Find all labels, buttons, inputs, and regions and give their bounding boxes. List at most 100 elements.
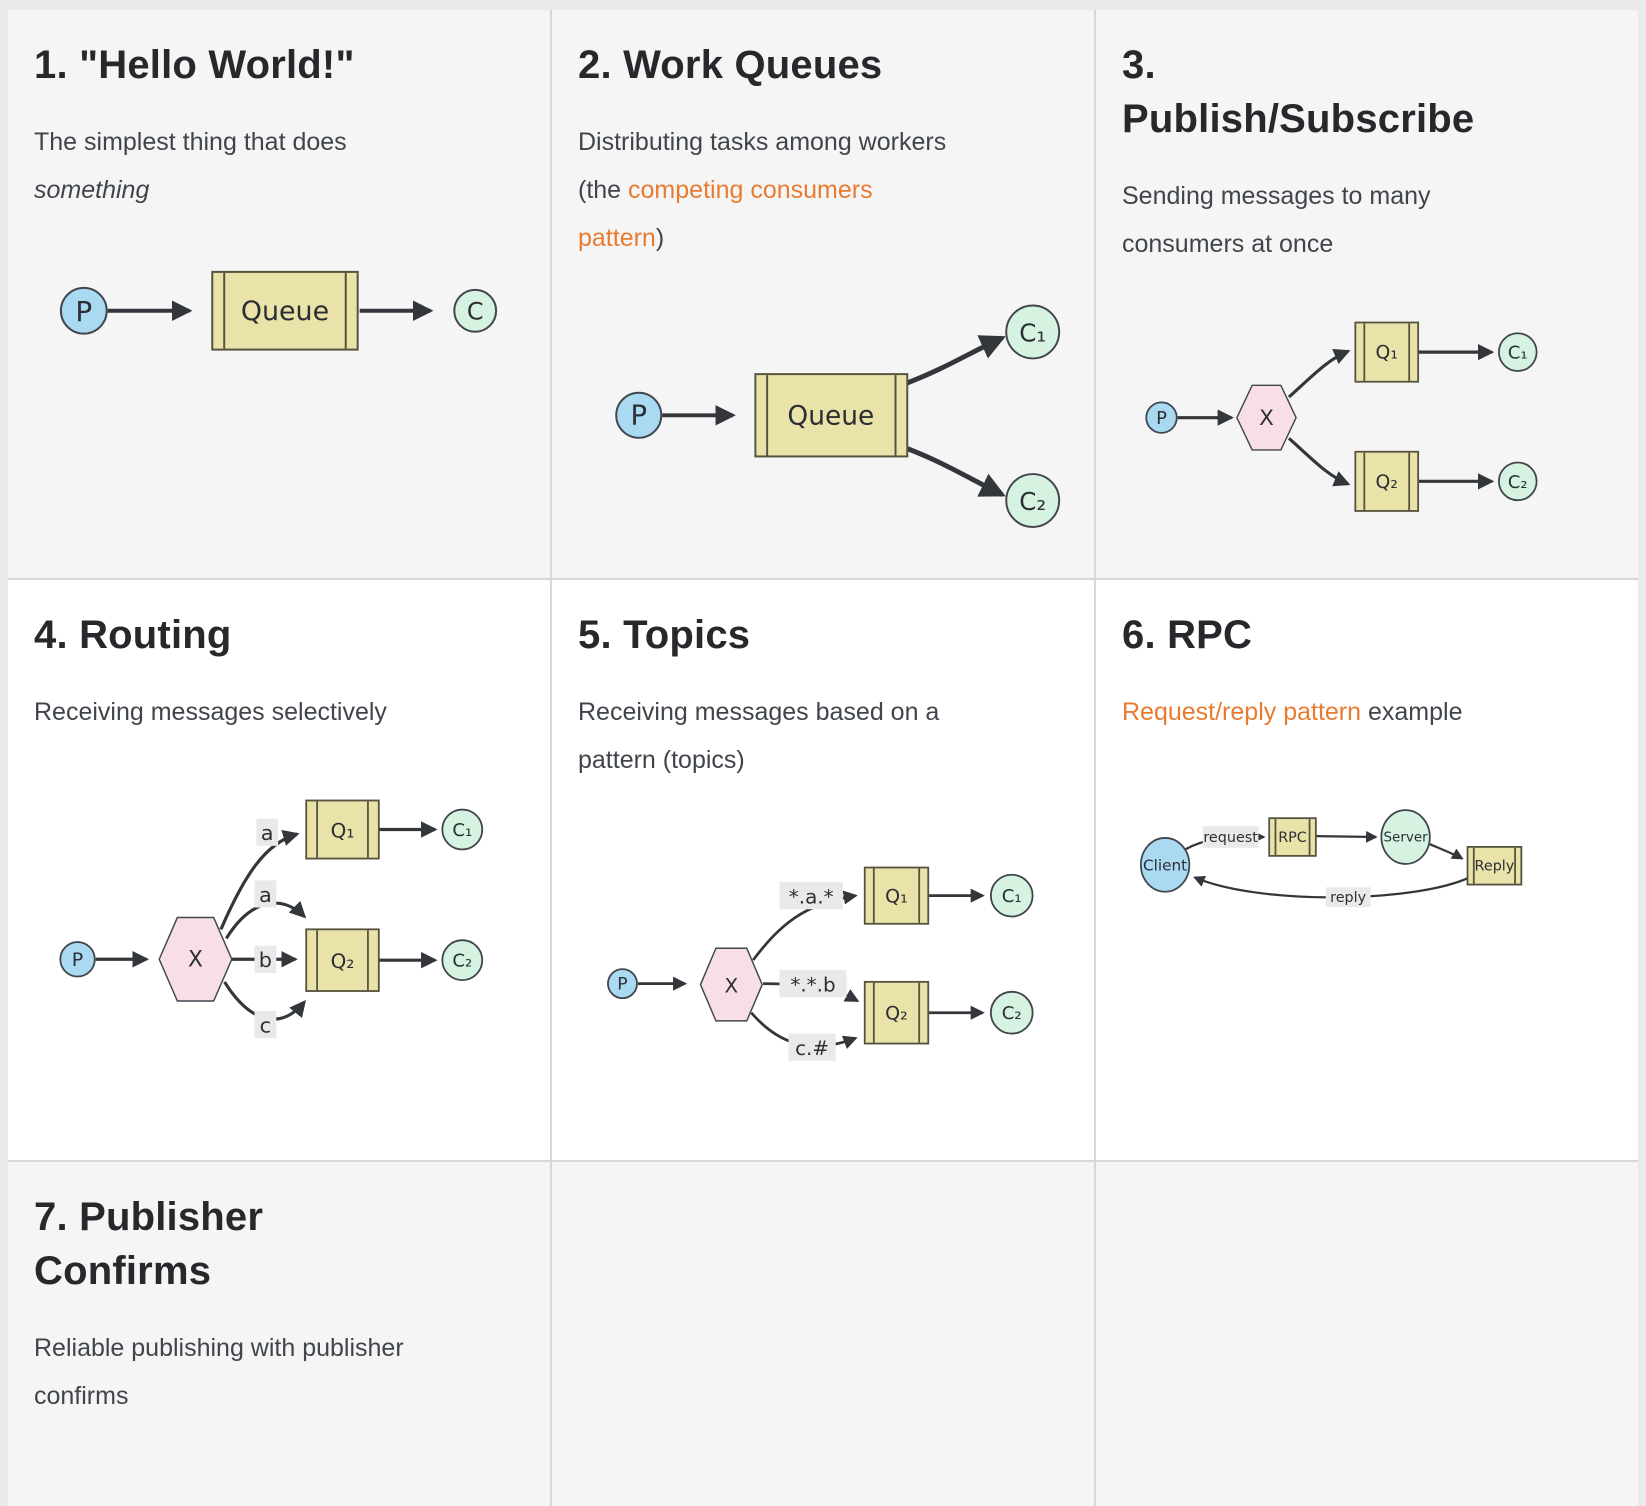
consumer2-node (441, 939, 484, 982)
producer-node (615, 391, 663, 439)
binding-key-label: c.# (795, 1036, 829, 1060)
binding-key-bg (254, 945, 277, 973)
consumer2-node (989, 990, 1034, 1035)
client-label: Client (1143, 857, 1187, 875)
page-title: 1. "Hello World!" (34, 43, 355, 87)
page-title: 2. Work Queues (578, 43, 883, 87)
page-title: 3. Publish/Subscribe (1122, 43, 1475, 141)
edge-server-reply (1429, 843, 1464, 860)
binding-key-bg (256, 818, 279, 846)
queue-label: Queue (787, 401, 874, 432)
edge-exchange-queue2-a (225, 900, 307, 940)
queue-node (754, 373, 909, 458)
request-label: request (1203, 830, 1258, 846)
page-title: 6. RPC (1122, 613, 1253, 657)
queue1-node (863, 866, 930, 925)
binding-key-label: c (260, 1014, 271, 1038)
edge-queue-consumer1 (906, 335, 1006, 386)
server-node (1380, 809, 1431, 865)
inline-link[interactable]: competing consumers pattern (578, 176, 873, 252)
producer-label: P (75, 295, 92, 328)
queue2-label: Q₂ (331, 949, 355, 973)
edge-exchange-queue2 (1287, 437, 1351, 487)
binding-key-label: *.a.* (789, 885, 834, 909)
producer-label: P (630, 401, 647, 432)
producer-label: P (1156, 408, 1167, 429)
work-queues-diagram: P Queue C₁ C₂ (615, 304, 1061, 528)
edge-rpc-server (1315, 831, 1378, 843)
cell-subtitle: Receiving messages based on a pattern (t… (578, 688, 1070, 784)
consumer2-label: C₂ (452, 951, 472, 972)
cell-topics: 5. Topics Receiving messages based on a … (552, 580, 1094, 1160)
tutorials-grid: 1. "Hello World!" The simplest thing tha… (8, 10, 1638, 1506)
subtitle-text: The simplest thing that does (34, 128, 347, 156)
cell-publisher-confirms: 7. Publisher Confirms Reliable publishin… (8, 1162, 550, 1506)
queue-label: Queue (241, 296, 329, 327)
cell-rpc: 6. RPC Request/reply pattern example req… (1096, 580, 1638, 1160)
binding-key-label: a (261, 821, 274, 845)
queue1-label: Q₁ (885, 886, 908, 908)
binding-key-bg (788, 1033, 836, 1061)
hello-world-diagram: P Queue C (59, 270, 498, 351)
server-label: Server (1384, 830, 1429, 845)
routing-diagram: a a b c P X Q₁ Q₂ C₁ (59, 799, 484, 1039)
consumer-label: C (467, 298, 484, 326)
binding-key-bg (779, 970, 847, 998)
page-title: 7. Publisher Confirms (34, 1195, 264, 1293)
cell-subtitle: Reliable publishing with publisher confi… (34, 1324, 526, 1420)
cell-hello-world: 1. "Hello World!" The simplest thing tha… (8, 10, 550, 578)
publish-subscribe-diagram: P X Q₁ Q₂ C₁ C₂ (1145, 321, 1538, 512)
consumer2-label: C₂ (1002, 1003, 1022, 1024)
subtitle-text: Sending messages to many consumers at on… (1122, 182, 1431, 258)
topics-diagram: *.a.* *.*.b c.# P X Q₁ Q₂ C₁ (607, 866, 1034, 1061)
request-label-bg (1202, 826, 1259, 848)
binding-key-label: a (259, 883, 272, 907)
reply-label: reply (1330, 890, 1366, 906)
producer-node (59, 286, 108, 335)
subtitle-text: Reliable publishing with publisher confi… (34, 1334, 404, 1410)
consumer1-label: C₁ (1019, 318, 1046, 347)
binding-key-label: b (259, 948, 272, 972)
producer-node (59, 941, 96, 978)
queue1-label: Q₁ (1376, 343, 1398, 364)
inline-link[interactable]: Request/reply pattern (1122, 698, 1362, 726)
rpc-queue-node (1268, 817, 1317, 857)
exchange-label: X (725, 973, 739, 997)
consumer1-node (441, 808, 484, 851)
queue2-node (305, 928, 380, 992)
cell-subtitle: Distributing tasks among workers (the co… (578, 118, 1070, 262)
subtitle-text: ) (655, 224, 665, 252)
empty-cell (1096, 1162, 1638, 1506)
consumer1-node (989, 873, 1034, 918)
cell-subtitle: Request/reply pattern example (1122, 688, 1614, 736)
consumer2-label: C₂ (1508, 472, 1528, 493)
consumer1-label: C₁ (1508, 343, 1528, 364)
subtitle-text: Receiving messages selectively (34, 698, 387, 726)
empty-cell (552, 1162, 1094, 1506)
consumer1-node (1005, 304, 1061, 360)
exchange-node (699, 947, 763, 1022)
consumer2-node (1005, 473, 1061, 528)
consumer1-node (1498, 332, 1538, 372)
queue2-node (863, 980, 930, 1045)
page-title: 5. Topics (578, 613, 751, 657)
queue1-node (1354, 321, 1420, 383)
subtitle-text: Distributing tasks among workers (the (578, 128, 947, 204)
consumer1-label: C₁ (1002, 886, 1022, 907)
subtitle-text: something (34, 176, 150, 204)
page-title: 4. Routing (34, 613, 232, 657)
subtitle-text: example (1361, 698, 1463, 726)
cell-subtitle: Receiving messages selectively (34, 688, 526, 736)
consumer1-label: C₁ (452, 820, 472, 841)
queue-node (211, 270, 359, 351)
producer-label: P (72, 949, 84, 971)
rpc-diagram: request reply Client RPC Server Reply (1139, 809, 1523, 908)
exchange-label: X (188, 948, 203, 973)
queue1-label: Q₁ (331, 818, 355, 842)
reply-queue-node (1466, 845, 1523, 886)
client-node (1139, 837, 1191, 893)
edge-exchange-queue1-a (219, 829, 300, 930)
queue2-label: Q₂ (885, 1003, 908, 1025)
binding-key-label: *.*.b (790, 973, 835, 997)
